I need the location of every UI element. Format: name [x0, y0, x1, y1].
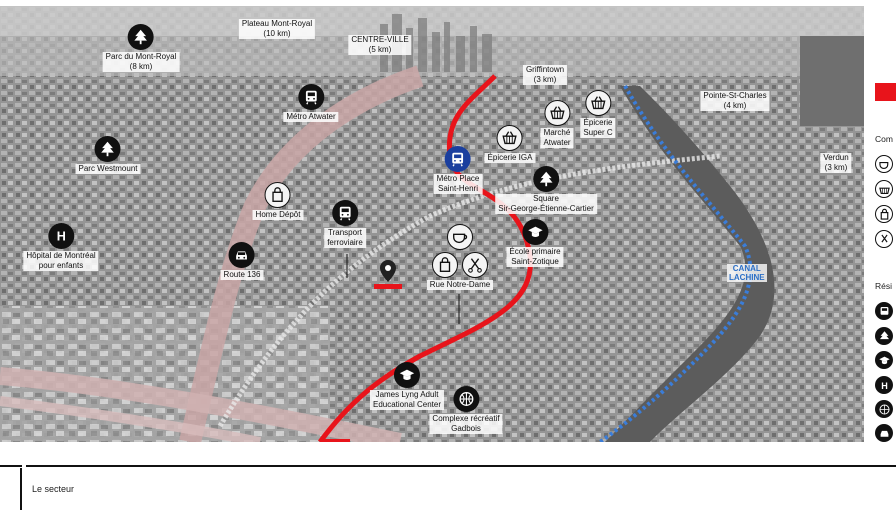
legend-residential-heading: Rési [875, 281, 893, 291]
poi-route-136[interactable]: Route 136 [220, 242, 264, 280]
poi-metro-st-henri[interactable]: Métro Place Saint-Henri [433, 146, 483, 194]
poi-parc-mont-royal[interactable]: Parc du Mont-Royal (8 km) [102, 24, 180, 72]
footer-divider-gap [22, 464, 26, 468]
school-icon [393, 362, 420, 388]
poi-label: James Lyng Adult Educational Center [369, 390, 445, 410]
hospital-icon: H [875, 376, 893, 394]
poi-ecole-saint-zotique[interactable]: École primaire Saint-Zotique [506, 219, 564, 267]
destination-griffintown: Griffintown(3 km) [522, 65, 568, 85]
metro-icon [297, 84, 324, 110]
poi-hopital[interactable]: H Hôpital de Montréal pour enfants [23, 223, 99, 271]
car-icon [228, 242, 255, 268]
poi-james-lyng[interactable]: James Lyng Adult Educational Center [369, 362, 445, 410]
poi-epicerie-super-c[interactable]: Épicerie Super C [580, 90, 616, 138]
poi-label: Transport ferroviaire [324, 228, 366, 248]
poi-metro-atwater[interactable]: Métro Atwater [283, 84, 339, 122]
basket-icon [875, 180, 893, 198]
svg-text:H: H [881, 380, 888, 390]
poi-marche-atwater[interactable]: Marché Atwater [540, 100, 574, 148]
poi-label: Marché Atwater [540, 128, 574, 148]
basket-icon [497, 125, 523, 151]
basketball-icon [875, 400, 893, 418]
legend-commerce-heading: Com [875, 134, 893, 144]
cup-icon [447, 224, 473, 250]
aerial-map: Plateau Mont-Royal(10 km) CENTRE-VILLE(5… [0, 6, 864, 442]
destination-centre-ville: CENTRE-VILLE(5 km) [348, 35, 412, 55]
destination-pointe-st-charles: Pointe-St-Charles(4 km) [700, 91, 770, 111]
destination-verdun: Verdun(3 km) [820, 153, 852, 173]
metro-icon [445, 146, 471, 172]
destination-plateau: Plateau Mont-Royal(10 km) [238, 19, 316, 39]
metro-icon [331, 200, 358, 226]
scissors-icon [875, 230, 893, 248]
legend-panel: Com Rési H [864, 0, 896, 512]
poi-label: Parc Westmount [75, 164, 141, 174]
poi-label: École primaire Saint-Zotique [506, 247, 564, 267]
poi-rue-notre-dame[interactable]: Rue Notre-Dame [426, 224, 494, 290]
poi-epicerie-iga[interactable]: Épicerie IGA [484, 125, 536, 163]
poi-parc-westmount[interactable]: Parc Westmount [75, 136, 141, 174]
poi-square-cartier[interactable]: Square Sir-George-Étienne-Cartier [495, 166, 597, 214]
tree-icon [94, 136, 121, 162]
section-title: Le secteur [32, 484, 75, 494]
cup-icon [875, 155, 893, 173]
footer-divider [0, 465, 896, 467]
scissors-icon [462, 252, 488, 278]
shopping-bag-icon [875, 205, 893, 223]
poi-label: Route 136 [220, 270, 264, 280]
metro-icon [875, 302, 893, 320]
poi-label: Métro Atwater [283, 112, 339, 122]
basket-icon [584, 90, 611, 116]
poi-label: Métro Place Saint-Henri [433, 174, 483, 194]
school-icon [521, 219, 548, 245]
poi-label: Parc du Mont-Royal (8 km) [102, 52, 180, 72]
poi-label: Rue Notre-Dame [426, 280, 494, 290]
footer-accent-bar [20, 468, 22, 510]
route-legend-swatch [875, 83, 896, 101]
poi-home-depot[interactable]: Home Dépôt [252, 182, 304, 220]
poi-label: Home Dépôt [252, 210, 304, 220]
school-icon [875, 351, 893, 369]
map-background [0, 6, 864, 442]
poi-gadbois[interactable]: Complexe récréatif Gadbois [429, 386, 503, 434]
svg-text:H: H [56, 230, 65, 244]
poi-label: Hôpital de Montréal pour enfants [23, 251, 99, 271]
poi-label: Complexe récréatif Gadbois [429, 414, 503, 434]
basket-icon [544, 100, 570, 126]
tree-icon [127, 24, 154, 50]
poi-transport-ferroviaire[interactable]: Transport ferroviaire [324, 200, 366, 248]
canal-lachine-label: CANAL LACHINE [727, 264, 767, 282]
car-icon [875, 424, 893, 442]
shopping-bag-icon [264, 182, 291, 208]
tree-icon [533, 166, 559, 192]
shopping-bag-icon [432, 252, 458, 278]
poi-label: Épicerie Super C [580, 118, 616, 138]
basketball-icon [452, 386, 479, 412]
poi-label: Square Sir-George-Étienne-Cartier [495, 194, 597, 214]
poi-label: Épicerie IGA [484, 153, 536, 163]
tree-icon [875, 327, 893, 345]
hospital-icon: H [48, 223, 74, 249]
